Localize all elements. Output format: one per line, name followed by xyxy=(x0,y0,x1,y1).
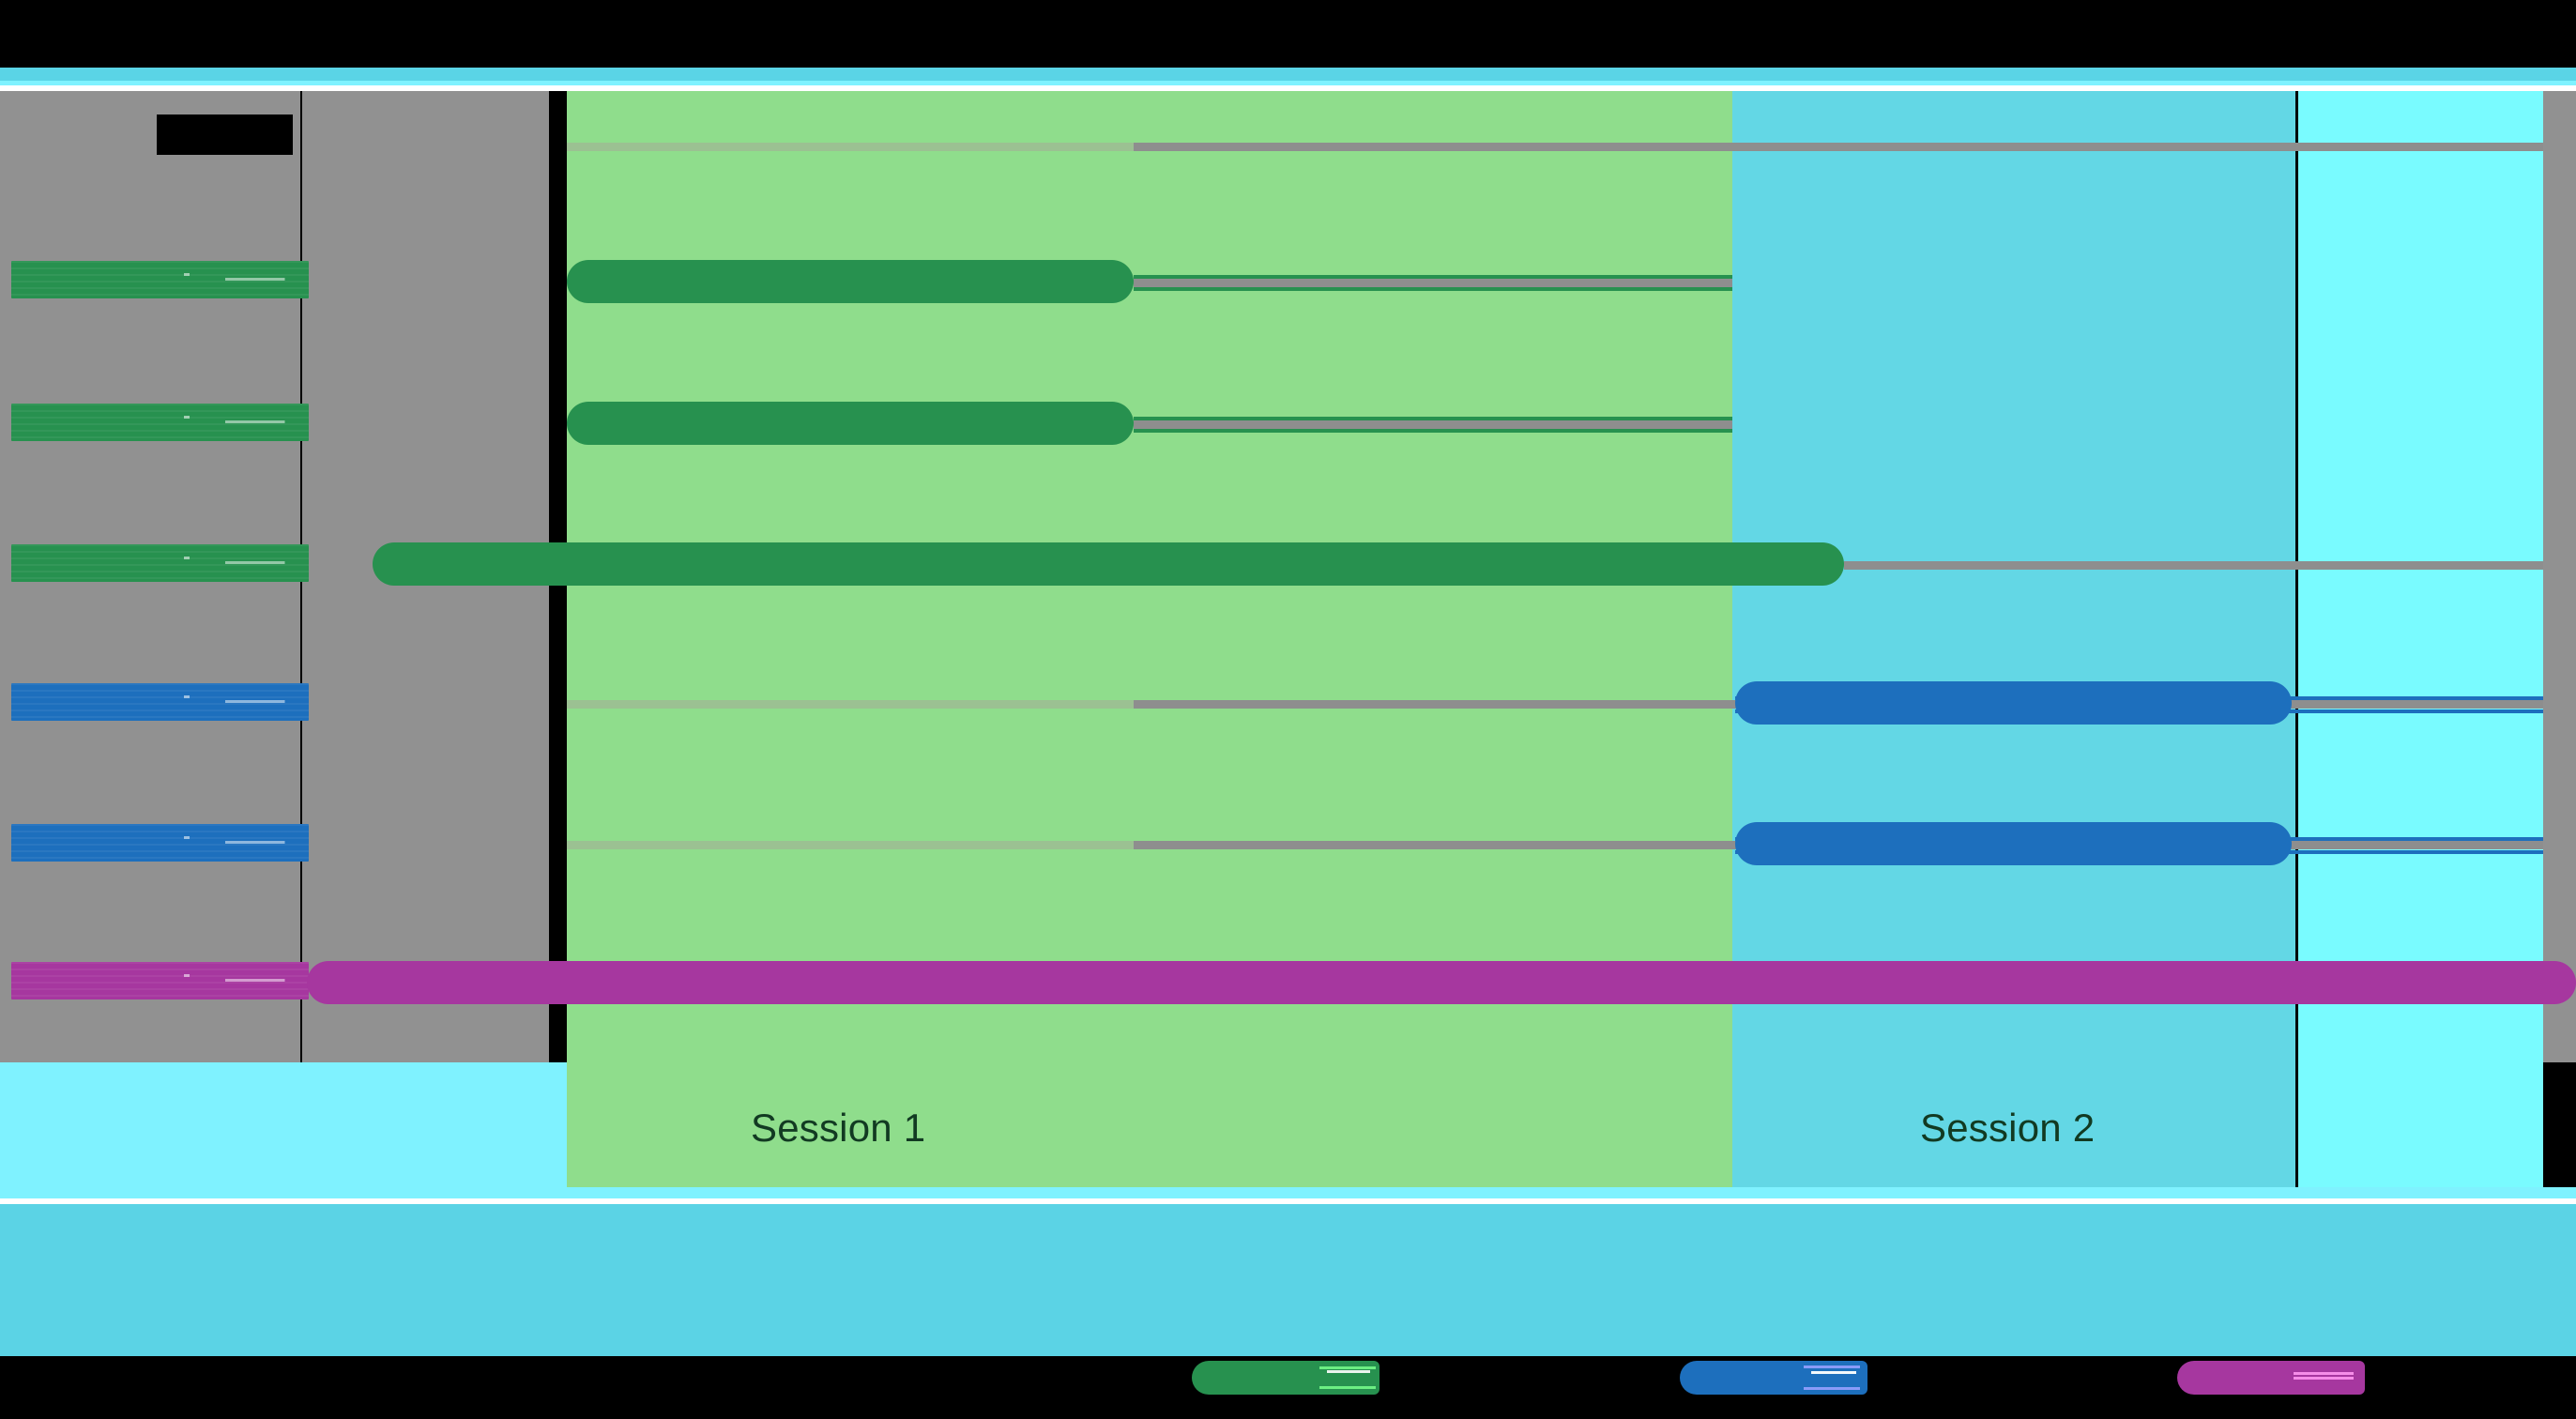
row-0-baseline-lead xyxy=(567,143,1134,151)
session-band-2 xyxy=(1732,91,2295,1194)
row-2-task-bar[interactable] xyxy=(567,402,1134,445)
row-1-task-line-lower xyxy=(1134,287,1732,291)
row-label-velascib2[interactable]: VelaSCIB2 xyxy=(11,824,309,862)
redaction-glyphs xyxy=(1192,1361,1379,1395)
row-6-task-bar[interactable] xyxy=(307,961,2576,1004)
plot-right-margin xyxy=(2543,91,2576,1062)
page-title xyxy=(157,114,293,155)
legend-swatch-velascia: VelaSCIA xyxy=(1192,1361,1379,1395)
redaction-scramble xyxy=(11,544,309,582)
row-2-task-line xyxy=(1134,417,1732,420)
legend-swatch-velascic: VelaSCIC xyxy=(2177,1361,2365,1395)
row-5-baseline-lead xyxy=(567,841,1134,849)
redaction-scramble xyxy=(11,962,309,999)
row-3-baseline xyxy=(1844,561,2543,570)
redaction-scramble xyxy=(11,824,309,862)
row-2-baseline xyxy=(1134,420,1732,429)
session-band-3 xyxy=(2298,91,2543,1194)
chart-legend: VelaSCIA VelaSCIB VelaSCIC xyxy=(0,1356,2576,1419)
session-band-1 xyxy=(567,91,1355,1194)
session-1-label: Session 1 xyxy=(751,1106,926,1150)
bottom-chrome-band-cyan xyxy=(0,1204,2576,1385)
bottom-chrome-band-white xyxy=(0,1198,2576,1204)
session-2-label: Session 2 xyxy=(1920,1106,2096,1150)
row-2-task-line-lower xyxy=(1134,429,1732,433)
redaction-scramble xyxy=(11,683,309,721)
top-chrome-band-cyan xyxy=(0,68,2576,81)
redaction-scramble xyxy=(11,261,309,298)
row-label-velascia2[interactable]: VelaSCIA2 xyxy=(11,404,309,441)
redaction-glyphs xyxy=(1680,1361,1867,1395)
row-label-velascia1[interactable]: VelaSCIA1 xyxy=(11,261,309,298)
row-1-task-line xyxy=(1134,275,1732,279)
row-label-velascia3[interactable]: VelaSCIA3 xyxy=(11,544,309,582)
left-panel-footer xyxy=(0,1062,567,1198)
top-chrome-band-light xyxy=(0,81,2576,85)
top-chrome-band-white xyxy=(0,85,2576,91)
row-4-baseline-lead xyxy=(567,700,1134,709)
redaction-glyphs xyxy=(2177,1361,2365,1395)
row-0-baseline xyxy=(1134,143,2543,151)
row-5-task-bar[interactable] xyxy=(1735,822,2292,865)
row-label-velascic1[interactable]: VelaSCIC1 xyxy=(11,962,309,999)
bottom-chrome-band-light xyxy=(0,1187,2576,1198)
row-label-velascib1[interactable]: VelaSCIB1 xyxy=(11,683,309,721)
row-3-task-bar[interactable] xyxy=(373,542,1844,586)
legend-swatch-velascib: VelaSCIB xyxy=(1680,1361,1867,1395)
redaction-scramble xyxy=(11,404,309,441)
row-4-task-bar[interactable] xyxy=(1735,681,2292,725)
row-1-baseline xyxy=(1134,279,1732,287)
session-band-1-right-half xyxy=(1355,91,1732,1194)
row-1-task-bar[interactable] xyxy=(567,260,1134,303)
